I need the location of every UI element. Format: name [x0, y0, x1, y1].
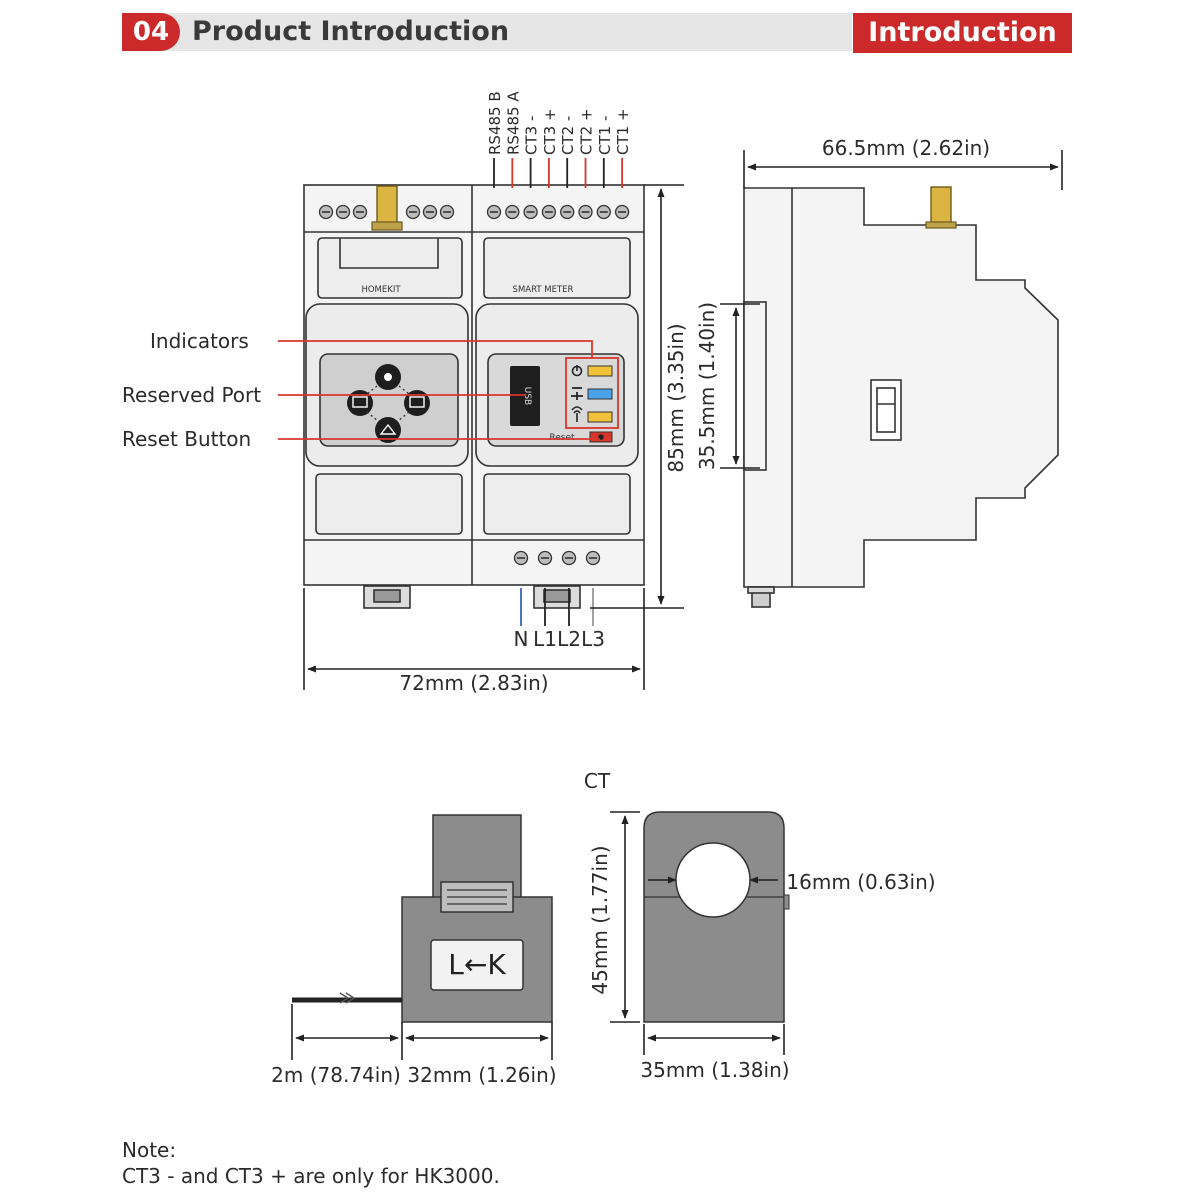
front-dimension-lines — [303, 184, 684, 690]
terminal-screws-top — [318, 204, 630, 220]
side-dimension-lines — [720, 150, 1063, 469]
callout-reset-button: Reset Button — [122, 427, 251, 451]
depth-dimension: 66.5mm (2.62in) — [822, 136, 990, 160]
ct-side-view: L←K — [292, 814, 553, 1023]
ct-front-view — [643, 811, 790, 1023]
side-latch-inner — [876, 387, 896, 433]
bottom-terminal-label-1: L1 — [533, 627, 557, 651]
module-label-smart-meter: SMART METER — [513, 285, 574, 295]
top-terminal-wires — [493, 158, 623, 188]
terminal-label-2: CT3 - — [523, 116, 541, 155]
side-clip-cap — [747, 586, 775, 594]
terminal-label-6: CT1 - — [596, 116, 614, 155]
ct-side-width-dimension: 32mm (1.26in) — [407, 1063, 556, 1087]
solar-panel-icon — [347, 390, 373, 416]
module-label-homekit: HOMEKIT — [361, 285, 401, 295]
power-led — [587, 365, 613, 377]
section-tag: Introduction — [853, 13, 1072, 53]
homekit-notch — [339, 238, 439, 269]
note-heading: Note: — [122, 1138, 177, 1162]
ct-front-width-dimension: 35mm (1.38in) — [640, 1058, 789, 1082]
cable-break-icon — [339, 992, 356, 1004]
ct-front-tab — [783, 894, 790, 910]
smart-meter-cover — [483, 237, 631, 299]
bottom-terminal-label-2: L2 — [557, 627, 581, 651]
usb-label: USB — [522, 387, 532, 405]
din-clip-left-tab — [373, 589, 401, 603]
reset-label: Reset — [549, 433, 575, 443]
bottom-terminal-label-0: N — [514, 627, 529, 651]
wifi-icon — [571, 406, 583, 414]
ct-direction-label — [430, 939, 524, 991]
usb-port: USB — [510, 366, 540, 426]
ct-height-dimension: 45mm (1.77in) — [588, 845, 612, 994]
meter-side-view — [743, 187, 1059, 608]
bottom-terminal-label-3: L3 — [581, 627, 605, 651]
note-text: CT3 - and CT3 + are only for HK3000. — [122, 1164, 500, 1188]
ct-core-hole — [675, 842, 751, 918]
terminal-label-1: RS485 A — [504, 91, 522, 155]
network-led — [587, 388, 613, 400]
terminal-label-3: CT3 + — [541, 108, 559, 155]
callout-lines — [278, 340, 600, 440]
antenna-connector-icon — [371, 185, 403, 231]
icon-panel — [319, 353, 459, 447]
header-bar — [122, 13, 852, 51]
wifi-led — [587, 411, 613, 423]
network-icon — [571, 387, 583, 400]
din-clip-right-tab — [543, 589, 571, 603]
ct-side-dimension-lines — [291, 1004, 553, 1060]
rail-dimension: 35.5mm (1.40in) — [695, 302, 719, 470]
terminal-label-4: CT2 - — [559, 116, 577, 155]
bottom-terminal-wires — [520, 588, 594, 626]
callout-indicators: Indicators — [150, 329, 249, 353]
homekit-icon-cluster — [347, 364, 430, 443]
page-title: Product Introduction — [192, 16, 510, 47]
terminal-screws-bottom — [513, 550, 601, 566]
terminal-label-5: CT2 + — [578, 108, 596, 155]
terminal-label-7: CT1 + — [614, 108, 632, 155]
lower-left-cover — [315, 473, 463, 535]
section-number-badge: 04 — [122, 13, 180, 51]
ct-hole-dimension: 16mm (0.63in) — [786, 870, 935, 894]
cable-length-dimension: 2m (78.74in) — [271, 1063, 401, 1087]
height-dimension: 85mm (3.35in) — [664, 323, 688, 472]
callout-reserved-port: Reserved Port — [122, 383, 261, 407]
ct-title: CT — [584, 769, 611, 793]
ct-direction-arrow: L←K — [448, 948, 506, 981]
din-rail-slot — [743, 301, 767, 471]
terminal-label-0: RS485 B — [486, 91, 504, 155]
side-antenna-connector-icon — [925, 186, 957, 229]
home-battery-icon — [375, 417, 401, 443]
lower-right-cover — [483, 473, 631, 535]
ct-front-dimension-lines — [610, 811, 785, 1055]
width-dimension: 72mm (2.83in) — [399, 671, 548, 695]
